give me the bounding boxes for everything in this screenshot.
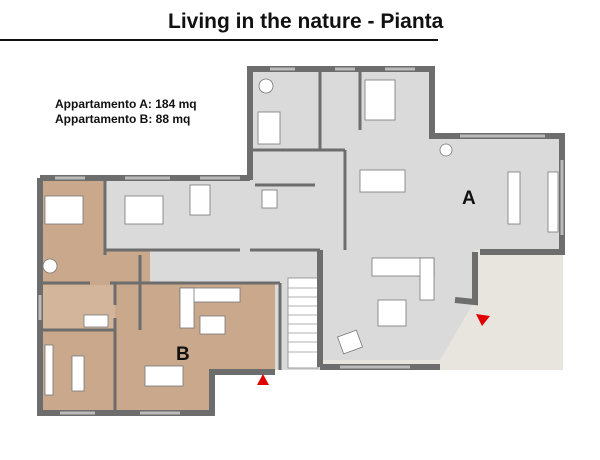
area-apartment-a: Appartamento A: 184 mq: [55, 97, 197, 111]
label-apartment-a: A: [462, 188, 476, 209]
terrace: [320, 250, 563, 370]
entrance-arrow-a: [476, 314, 490, 326]
title-underline: [0, 39, 438, 41]
floor-apartment-b: [40, 180, 275, 411]
entrance-arrow-b: [257, 374, 269, 385]
title-text: Living in the nature - Pianta: [168, 10, 444, 33]
label-apartment-b: B: [176, 344, 190, 365]
area-apartment-b: Appartamento B: 88 mq: [55, 112, 191, 126]
interior-walls: [40, 72, 362, 410]
furniture: [42, 78, 559, 396]
staircase: [287, 277, 319, 369]
windows: [38, 67, 564, 415]
